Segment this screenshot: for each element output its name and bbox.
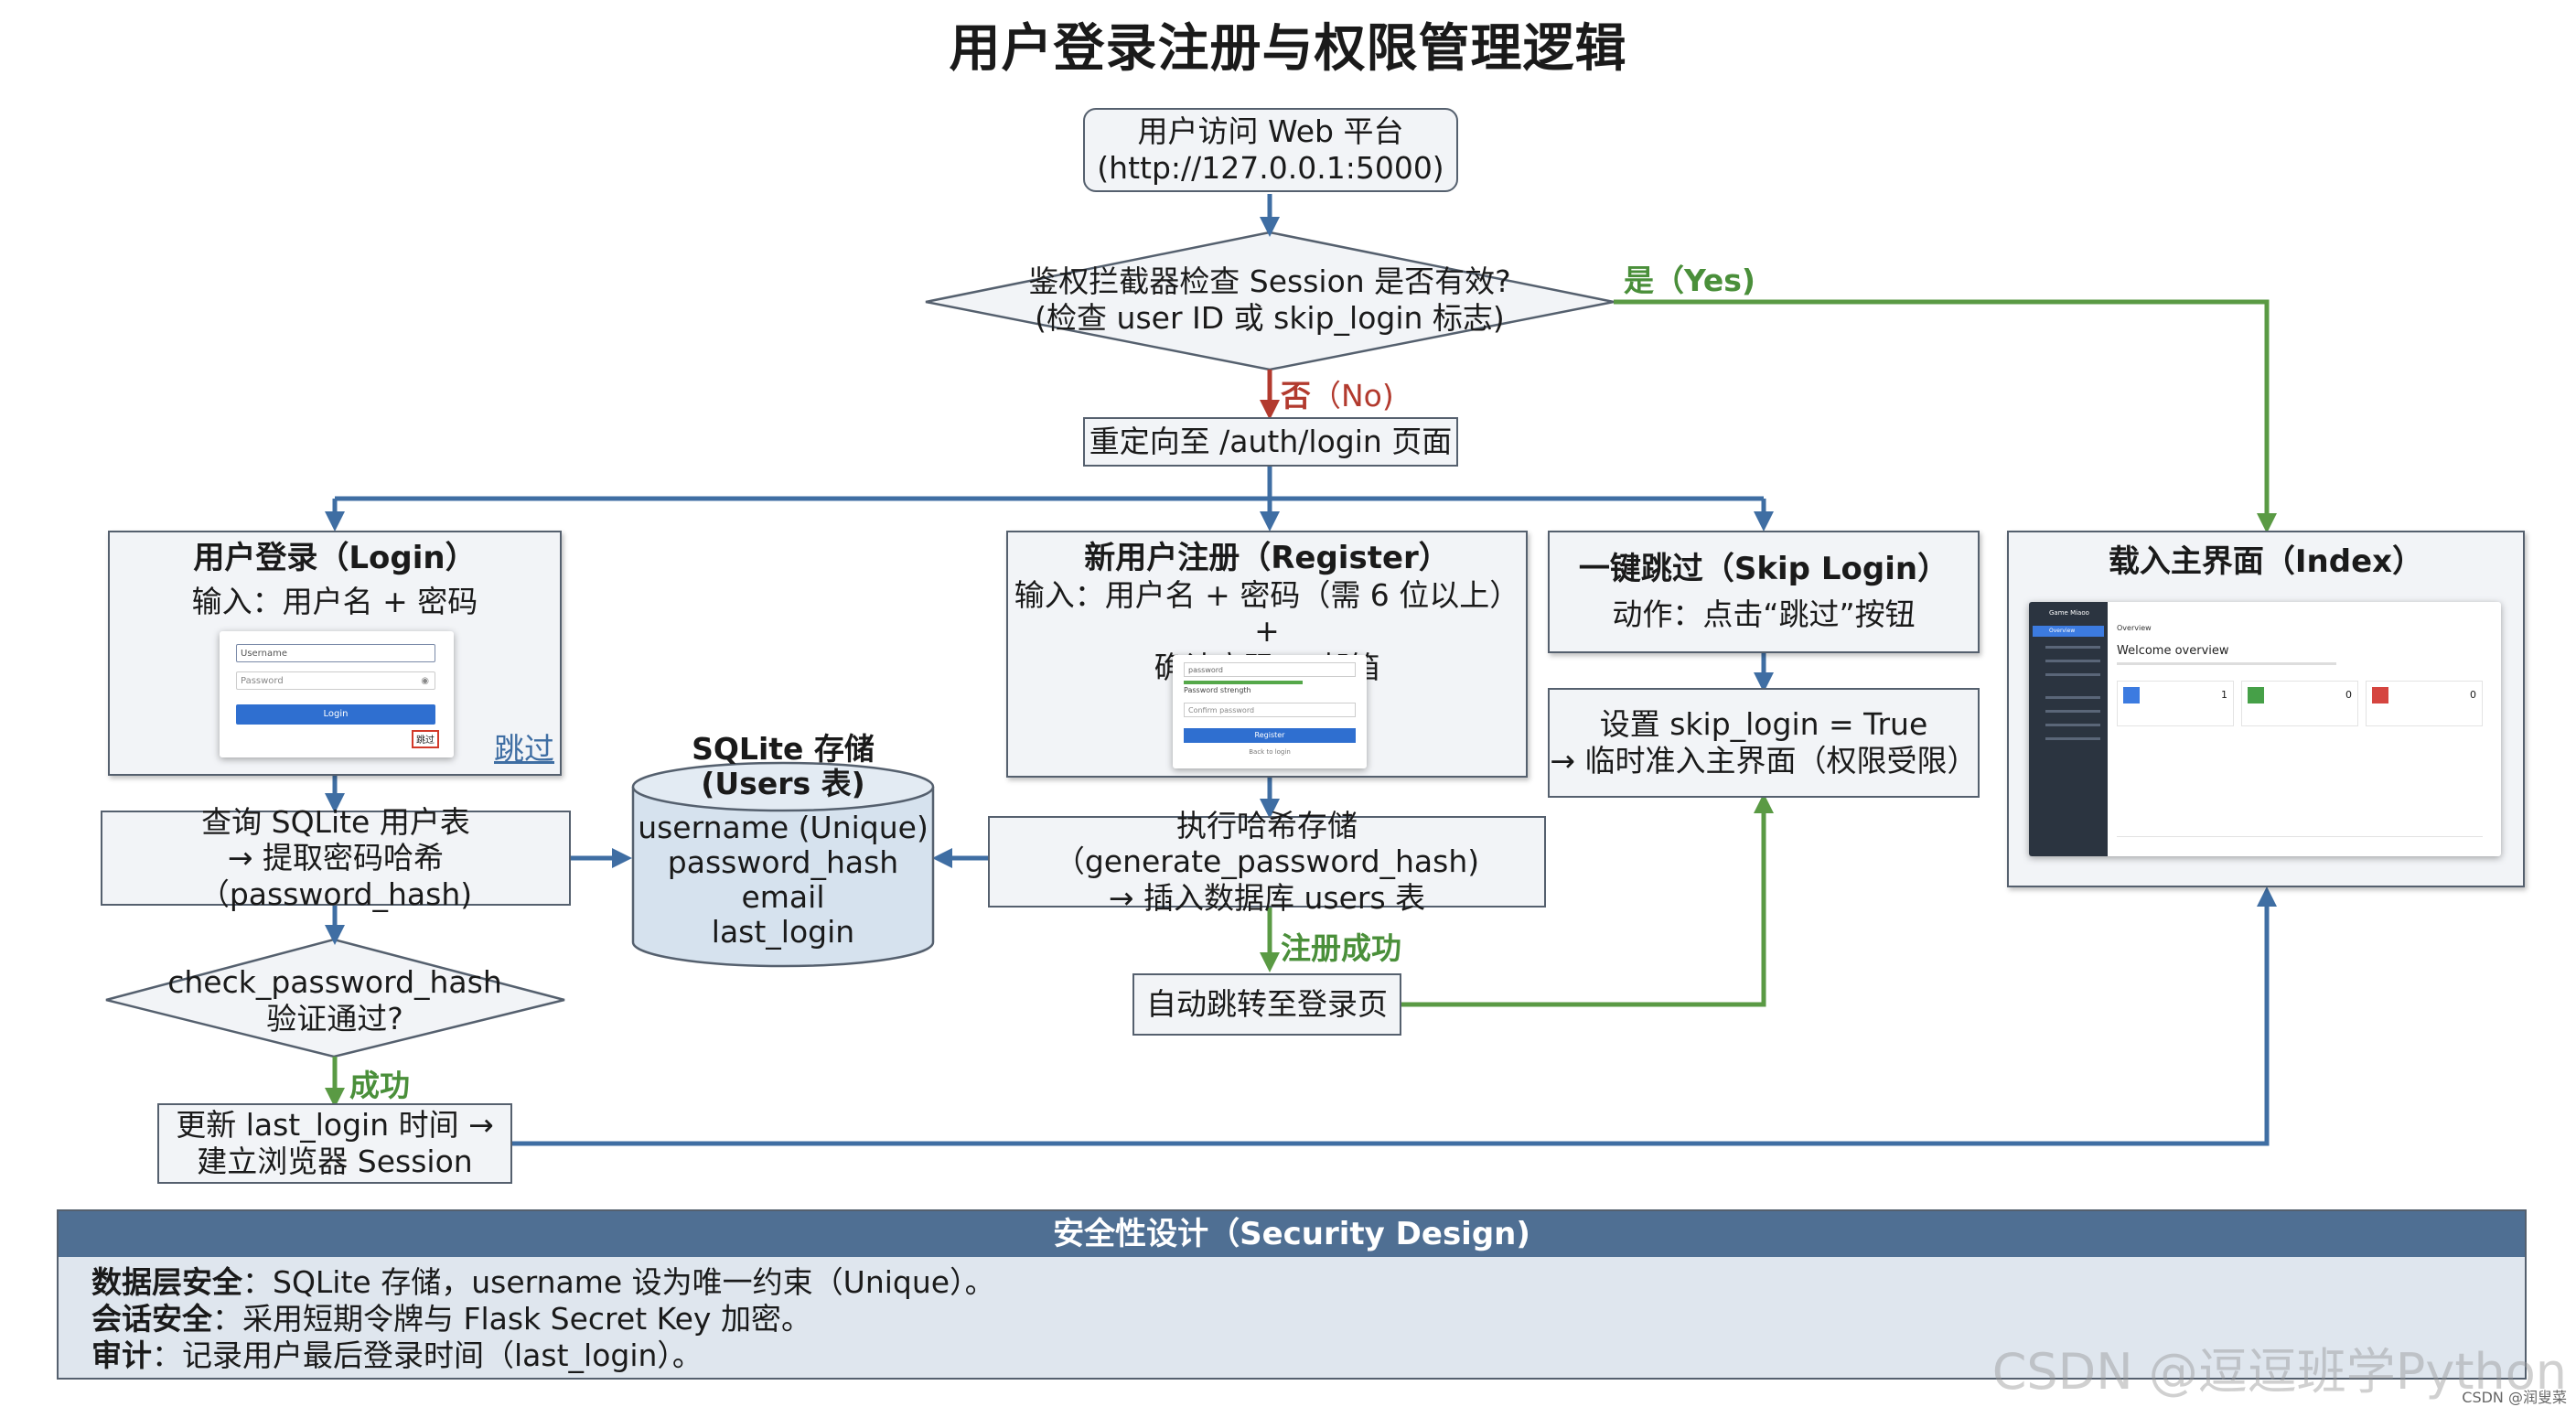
login-panel: 用户登录（Login） 输入：用户名 + 密码 Username Passwor… xyxy=(108,531,562,776)
skip-set-node: 设置 skip_login = True → 临时准入主界面（权限受限） xyxy=(1548,688,1980,798)
index-panel: 载入主界面（Index） Game Miaoo Overview Overvie… xyxy=(2007,531,2525,887)
query-line1: 查询 SQLite 用户表 xyxy=(201,803,470,840)
security-panel: 安全性设计（Security Design) 数据层安全：SQLite 存储，u… xyxy=(57,1209,2527,1380)
db-title: SQLite 存储 (Users 表) xyxy=(633,732,933,801)
db-field: last_login xyxy=(711,913,855,950)
no-label: 否（No) xyxy=(1281,378,1394,414)
watermark: CSDN @逗逗班学Python xyxy=(1991,1343,2567,1401)
update-line1: 更新 last_login 时间 → xyxy=(176,1107,494,1144)
login-form-mock: Username Password◉ Login 跳过 xyxy=(220,631,454,757)
skip-link[interactable]: 跳过 xyxy=(494,731,554,767)
verify-diamond-shape xyxy=(105,938,565,1058)
page-title: 用户登录注册与权限管理逻辑 xyxy=(949,19,1627,79)
mock-register-button: Register xyxy=(1184,728,1356,743)
verify-line2: 验证通过? xyxy=(266,1000,403,1036)
redirect-node: 重定向至 /auth/login 页面 xyxy=(1083,417,1458,467)
mock-overview: Overview xyxy=(2117,624,2152,632)
eye-icon: ◉ xyxy=(421,676,429,686)
query-line2: → 提取密码哈希（password_hash) xyxy=(199,840,473,912)
verify-diamond: check_password_hash 验证通过? xyxy=(137,964,532,1036)
mock-reg-password: password xyxy=(1184,662,1356,677)
update-line2: 建立浏览器 Session xyxy=(197,1144,473,1179)
mock-card-2: 0 xyxy=(2241,681,2358,726)
db-title2: (Users 表) xyxy=(701,765,865,801)
mock-strength-bar xyxy=(1184,681,1303,684)
security-title: 安全性设计（Security Design) xyxy=(59,1211,2525,1257)
mock-card-1: 1 xyxy=(2117,681,2234,726)
hash-node: 执行哈希存储（generate_password_hash) → 插入数据库 u… xyxy=(988,808,1546,916)
register-success-label: 注册成功 xyxy=(1281,930,1401,966)
mock-welcome: Welcome overview xyxy=(2117,644,2229,658)
skip-title: 一键跳过（Skip Login） xyxy=(1578,551,1949,588)
skip-set-line1: 设置 skip_login = True xyxy=(1599,706,1928,743)
login-subtitle: 输入：用户名 + 密码 xyxy=(191,583,478,619)
query-node: 查询 SQLite 用户表 → 提取密码哈希（password_hash) xyxy=(101,804,571,912)
db-field: email xyxy=(741,878,825,915)
mock-skip-button: 跳过 xyxy=(412,730,439,748)
index-title: 载入主界面（Index） xyxy=(2108,543,2424,580)
hash-line1: 执行哈希存储（generate_password_hash) xyxy=(1054,807,1480,880)
skip-panel: 一键跳过（Skip Login） 动作：点击“跳过”按钮 xyxy=(1548,531,1980,653)
verify-line1: check_password_hash xyxy=(167,964,502,1000)
mock-strength-label: Password strength xyxy=(1184,686,1251,694)
mock-nav-active: Overview xyxy=(2033,626,2104,637)
skip-set-line2: → 临时准入主界面（权限受限） xyxy=(1550,743,1978,779)
check-line1: 鉴权拦截器检查 Session 是否有效? xyxy=(1028,263,1511,299)
security-item: 会话安全：采用短期令牌与 Flask Secret Key 加密。 xyxy=(91,1301,811,1337)
success-label: 成功 xyxy=(349,1068,410,1103)
update-node: 更新 last_login 时间 → 建立浏览器 Session xyxy=(157,1103,512,1184)
index-dashboard-mock: Game Miaoo Overview Overview Welcome ove… xyxy=(2029,602,2501,856)
skip-action: 动作：点击“跳过”按钮 xyxy=(1612,596,1916,632)
mock-back-link: Back to login xyxy=(1249,748,1291,756)
register-panel: 新用户注册（Register） 输入：用户名 + 密码（需 6 位以上）+ 确认… xyxy=(1006,531,1528,778)
register-title: 新用户注册（Register） xyxy=(1084,540,1450,576)
register-form-mock: password Password strength Confirm passw… xyxy=(1173,655,1367,768)
auto-redirect-node: 自动跳转至登录页 xyxy=(1132,973,1401,1036)
start-node: 用户访问 Web 平台 (http://127.0.0.1:5000) xyxy=(1083,108,1458,192)
start-line1: 用户访问 Web 平台 xyxy=(1137,113,1404,150)
watermark-small: CSDN @润叟菜 xyxy=(2462,1389,2567,1406)
mock-password-input: Password◉ xyxy=(236,671,435,690)
db-field: username (Unique) xyxy=(638,810,928,845)
db-fields: username (Unique) password_hash email la… xyxy=(633,811,933,950)
db-field: password_hash xyxy=(667,843,899,880)
login-title: 用户登录（Login） xyxy=(193,540,477,576)
security-item: 审计：记录用户最后登录时间（last_login）。 xyxy=(91,1337,703,1373)
mock-login-button: Login xyxy=(236,704,435,725)
hash-line2: → 插入数据库 users 表 xyxy=(1108,879,1426,916)
mock-username-input: Username xyxy=(236,644,435,662)
yes-label: 是（Yes) xyxy=(1624,263,1755,298)
register-line1: 输入：用户名 + 密码（需 6 位以上）+ xyxy=(1014,576,1520,650)
check-diamond: 鉴权拦截器检查 Session 是否有效? (检查 user ID 或 skip… xyxy=(970,263,1570,336)
mock-sidebar: Game Miaoo Overview xyxy=(2029,602,2108,856)
db-title1: SQLite 存储 xyxy=(692,731,875,767)
security-item: 数据层安全：SQLite 存储，username 设为唯一约束（Unique）。 xyxy=(91,1264,995,1300)
mock-brand: Game Miaoo xyxy=(2049,609,2089,617)
mock-card-3: 0 xyxy=(2366,681,2483,726)
mock-confirm-input: Confirm password xyxy=(1184,703,1356,717)
check-line2: (检查 user ID 或 skip_login 标志) xyxy=(1035,299,1505,336)
db-cylinder-shape xyxy=(631,761,935,968)
start-line2: (http://127.0.0.1:5000) xyxy=(1097,150,1444,186)
